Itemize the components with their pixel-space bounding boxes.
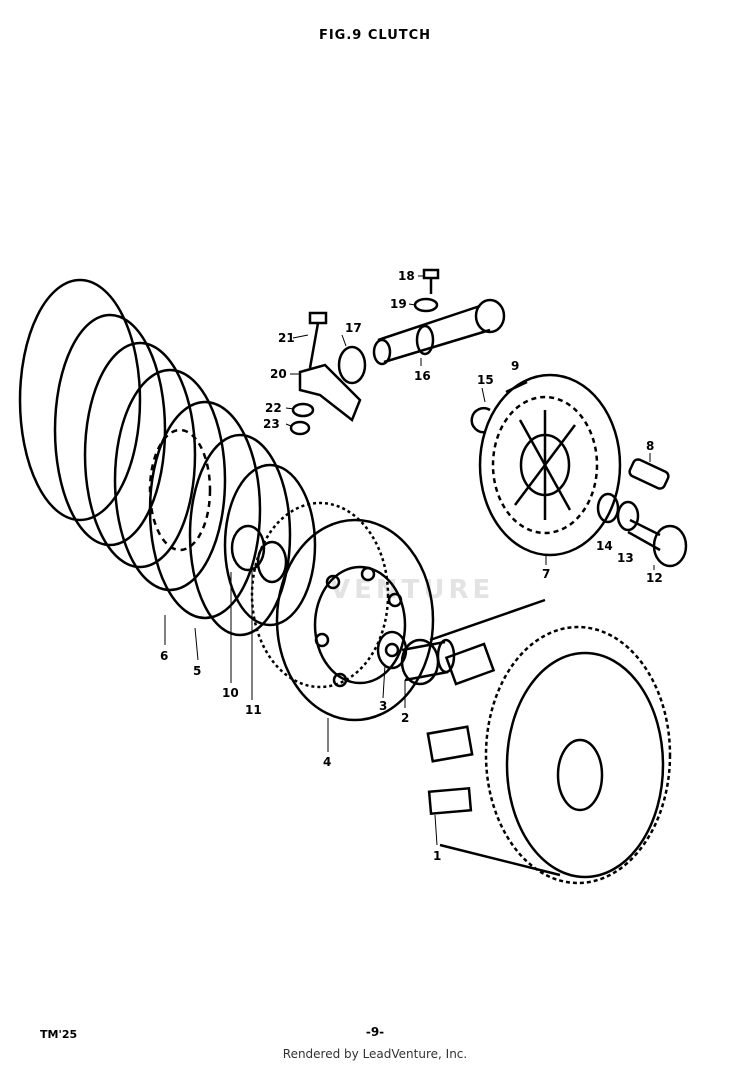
callout-18: 18 [398, 269, 415, 283]
model-code: TM'25 [40, 1028, 78, 1041]
page-number: -9- [365, 1025, 385, 1039]
callout-20: 20 [270, 367, 287, 381]
callout-2: 2 [401, 711, 409, 725]
clutch-pin [505, 380, 528, 394]
figure-title: FIG.9 CLUTCH [318, 28, 432, 43]
clutch-plate-stack [18, 278, 317, 637]
callout-19: 19 [390, 297, 407, 311]
callout-9: 9 [511, 359, 519, 373]
watermark: VENTURE [330, 575, 495, 605]
callout-5: 5 [193, 664, 201, 678]
pressure-plate [478, 373, 622, 557]
release-lever [298, 363, 362, 423]
callout-11: 11 [245, 703, 262, 717]
callout-13: 13 [617, 551, 634, 565]
lever-washer-22 [291, 402, 315, 418]
hub-washer [230, 524, 288, 584]
primary-driven-gear [426, 598, 672, 885]
callout-3: 3 [379, 699, 387, 713]
callout-8: 8 [646, 439, 654, 453]
lever-nut-23 [289, 420, 311, 436]
camshaft-screw [422, 268, 440, 294]
render-credit: Rendered by LeadVenture, Inc. [282, 1047, 468, 1061]
callout-4: 4 [323, 755, 331, 769]
spacer-bush-2 [400, 638, 456, 686]
callout-22: 22 [265, 401, 282, 415]
callout-23: 23 [263, 417, 280, 431]
release-camshaft [372, 298, 506, 366]
callout-17: 17 [345, 321, 362, 335]
clutch-push-rod [596, 492, 688, 568]
callout-16: 16 [414, 369, 431, 383]
callout-14: 14 [596, 539, 613, 553]
circlip [470, 407, 491, 434]
lever-bolt [308, 311, 328, 369]
clutch-sleeve-hub [250, 501, 435, 722]
callout-6: 6 [160, 649, 168, 663]
clutch-spring [628, 458, 670, 490]
callout-1: 1 [433, 849, 441, 863]
callout-21: 21 [278, 331, 295, 345]
callout-15: 15 [477, 373, 494, 387]
callout-leaders [164, 275, 655, 846]
oil-seal [337, 345, 367, 385]
callout-10: 10 [222, 686, 239, 700]
callout-7: 7 [542, 567, 550, 581]
callout-12: 12 [646, 571, 663, 585]
camshaft-washer [413, 297, 439, 313]
